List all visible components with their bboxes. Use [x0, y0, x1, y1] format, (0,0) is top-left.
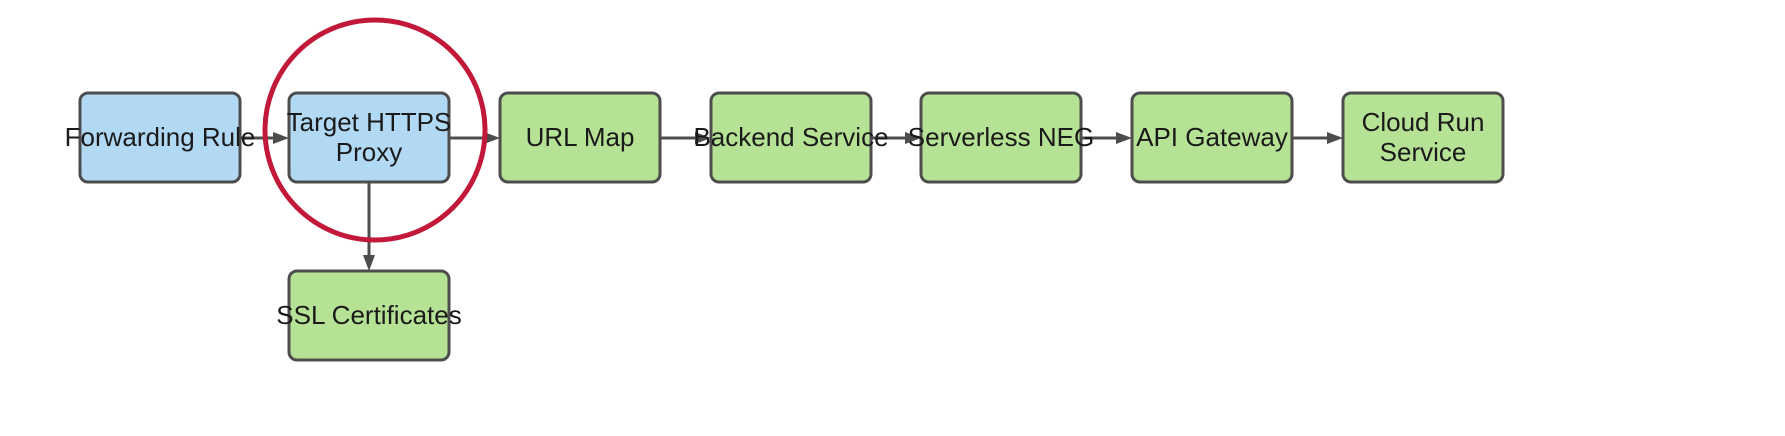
node-label-line-1: Cloud Run: [1362, 107, 1485, 137]
arrowhead-icon: [363, 255, 375, 271]
highlight-circle-annotation: [262, 17, 488, 243]
node-forwarding-rule[interactable]: Forwarding Rule: [65, 91, 256, 184]
node-api-gateway[interactable]: API Gateway: [1130, 91, 1294, 184]
edge-url-map-to-backend-service: [660, 132, 711, 144]
edge-api-gateway-to-cloud-run-service: [1292, 132, 1343, 144]
arrowhead-icon: [1327, 132, 1343, 144]
edge-forwarding-rule-to-target-https-proxy: [240, 132, 289, 144]
node-label: Serverless NEG: [908, 122, 1094, 152]
node-label-line-2: Proxy: [336, 137, 402, 167]
node-label: Forwarding Rule: [65, 122, 256, 152]
node-ssl-certificates[interactable]: SSL Certificates: [276, 269, 462, 362]
node-label-line-1: Target HTTPS: [287, 107, 452, 137]
arrowhead-icon: [1116, 132, 1132, 144]
edge-backend-service-to-serverless-neg: [871, 132, 921, 144]
node-serverless-neg[interactable]: Serverless NEG: [908, 91, 1094, 184]
arrowhead-icon: [484, 132, 500, 144]
node-shape[interactable]: [1130, 91, 1294, 184]
node-label: SSL Certificates: [276, 300, 461, 330]
node-shape[interactable]: [498, 91, 662, 184]
node-cloud-run-service[interactable]: Cloud Run Service: [1341, 91, 1505, 184]
edge-serverless-neg-to-api-gateway: [1081, 132, 1132, 144]
node-shape[interactable]: [287, 91, 451, 184]
annotation-layer: [262, 17, 488, 243]
edge-layer: [240, 132, 1343, 271]
node-label: Backend Service: [693, 122, 888, 152]
node-backend-service[interactable]: Backend Service: [693, 91, 889, 184]
node-shape[interactable]: [287, 269, 451, 362]
node-shape[interactable]: [1341, 91, 1505, 184]
edge-target-https-proxy-to-url-map: [449, 132, 500, 144]
node-target-https-proxy[interactable]: Target HTTPS Proxy: [287, 91, 452, 184]
node-shape[interactable]: [709, 91, 873, 184]
node-url-map[interactable]: URL Map: [498, 91, 662, 184]
edge-target-https-proxy-to-ssl-certificates: [363, 182, 375, 271]
node-shape[interactable]: [78, 91, 242, 184]
node-label: URL Map: [526, 122, 635, 152]
node-label-line-2: Service: [1380, 137, 1467, 167]
arrowhead-icon: [695, 132, 711, 144]
node-layer: Forwarding Rule Target HTTPS Proxy URL M…: [65, 91, 1505, 362]
arrowhead-icon: [905, 132, 921, 144]
node-label: API Gateway: [1136, 122, 1288, 152]
node-shape[interactable]: [919, 91, 1083, 184]
arrowhead-icon: [273, 132, 289, 144]
